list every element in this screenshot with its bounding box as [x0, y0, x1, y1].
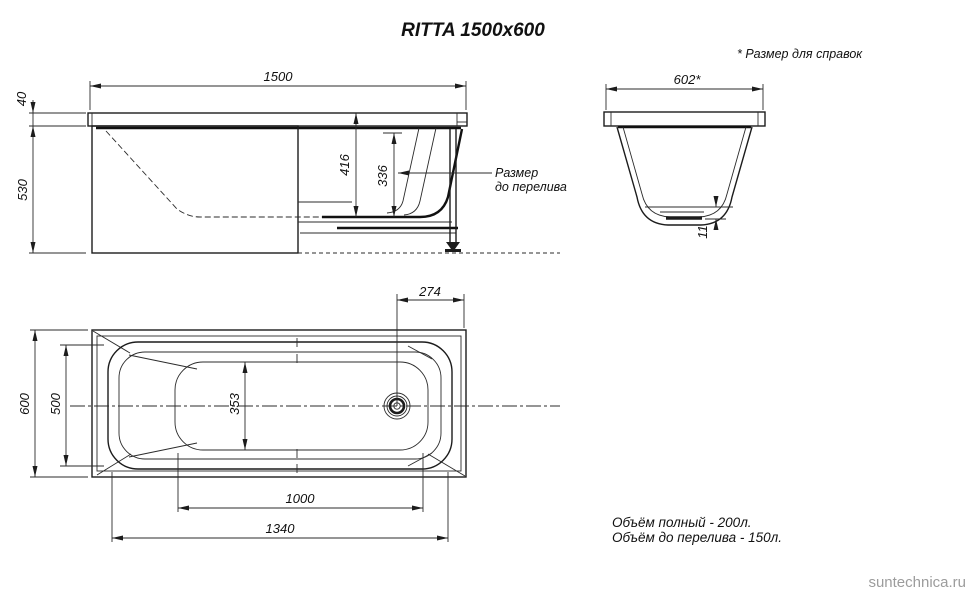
side-view-drawing: 1500 416 336 Размер	[14, 69, 567, 254]
reference-note: * Размер для справок	[737, 47, 863, 61]
end-view-drawing: 602* 11	[603, 72, 766, 239]
bathtub-front-panel	[91, 125, 299, 254]
overflow-label-line1: Размер	[495, 166, 538, 180]
tub-wall-section	[322, 128, 464, 219]
side-dim-body-height: 530	[15, 178, 30, 200]
top-dim-bottom-width: 353	[227, 392, 242, 414]
adjustable-foot	[446, 242, 460, 249]
bathtub-rim	[87, 112, 468, 127]
side-dim-depth-full: 416	[337, 153, 352, 175]
side-dim-rim-height: 40	[14, 91, 29, 106]
top-view-drawing: 600 500 353 274 1000 1340	[17, 284, 560, 542]
drawing-title: RITTA 1500x600	[401, 20, 545, 41]
top-dim-inner-width: 500	[48, 392, 63, 414]
side-dim-depth-overflow: 336	[375, 164, 390, 186]
top-dim-drain-offset: 274	[418, 284, 441, 299]
plan-opening-contour	[107, 341, 453, 470]
top-dim-inner-length: 1340	[266, 521, 296, 536]
overflow-label-line2: до перелива	[495, 180, 567, 194]
end-dim-drain-depth: 11	[695, 225, 710, 239]
hidden-interior-profile	[105, 130, 322, 218]
watermark: suntechnica.ru	[868, 574, 966, 591]
volume-full-note: Объём полный - 200л.	[612, 515, 752, 530]
volume-overflow-note: Объём до перелива - 150л.	[612, 530, 782, 545]
plan-outer-edge	[91, 329, 467, 478]
top-dim-overall-width: 600	[17, 392, 32, 414]
end-view-rim	[603, 111, 766, 127]
end-dim-width: 602*	[674, 72, 702, 87]
side-dim-length: 1500	[264, 69, 294, 84]
end-view-outer-shell	[616, 126, 753, 226]
top-dim-bottom-length: 1000	[286, 491, 316, 506]
